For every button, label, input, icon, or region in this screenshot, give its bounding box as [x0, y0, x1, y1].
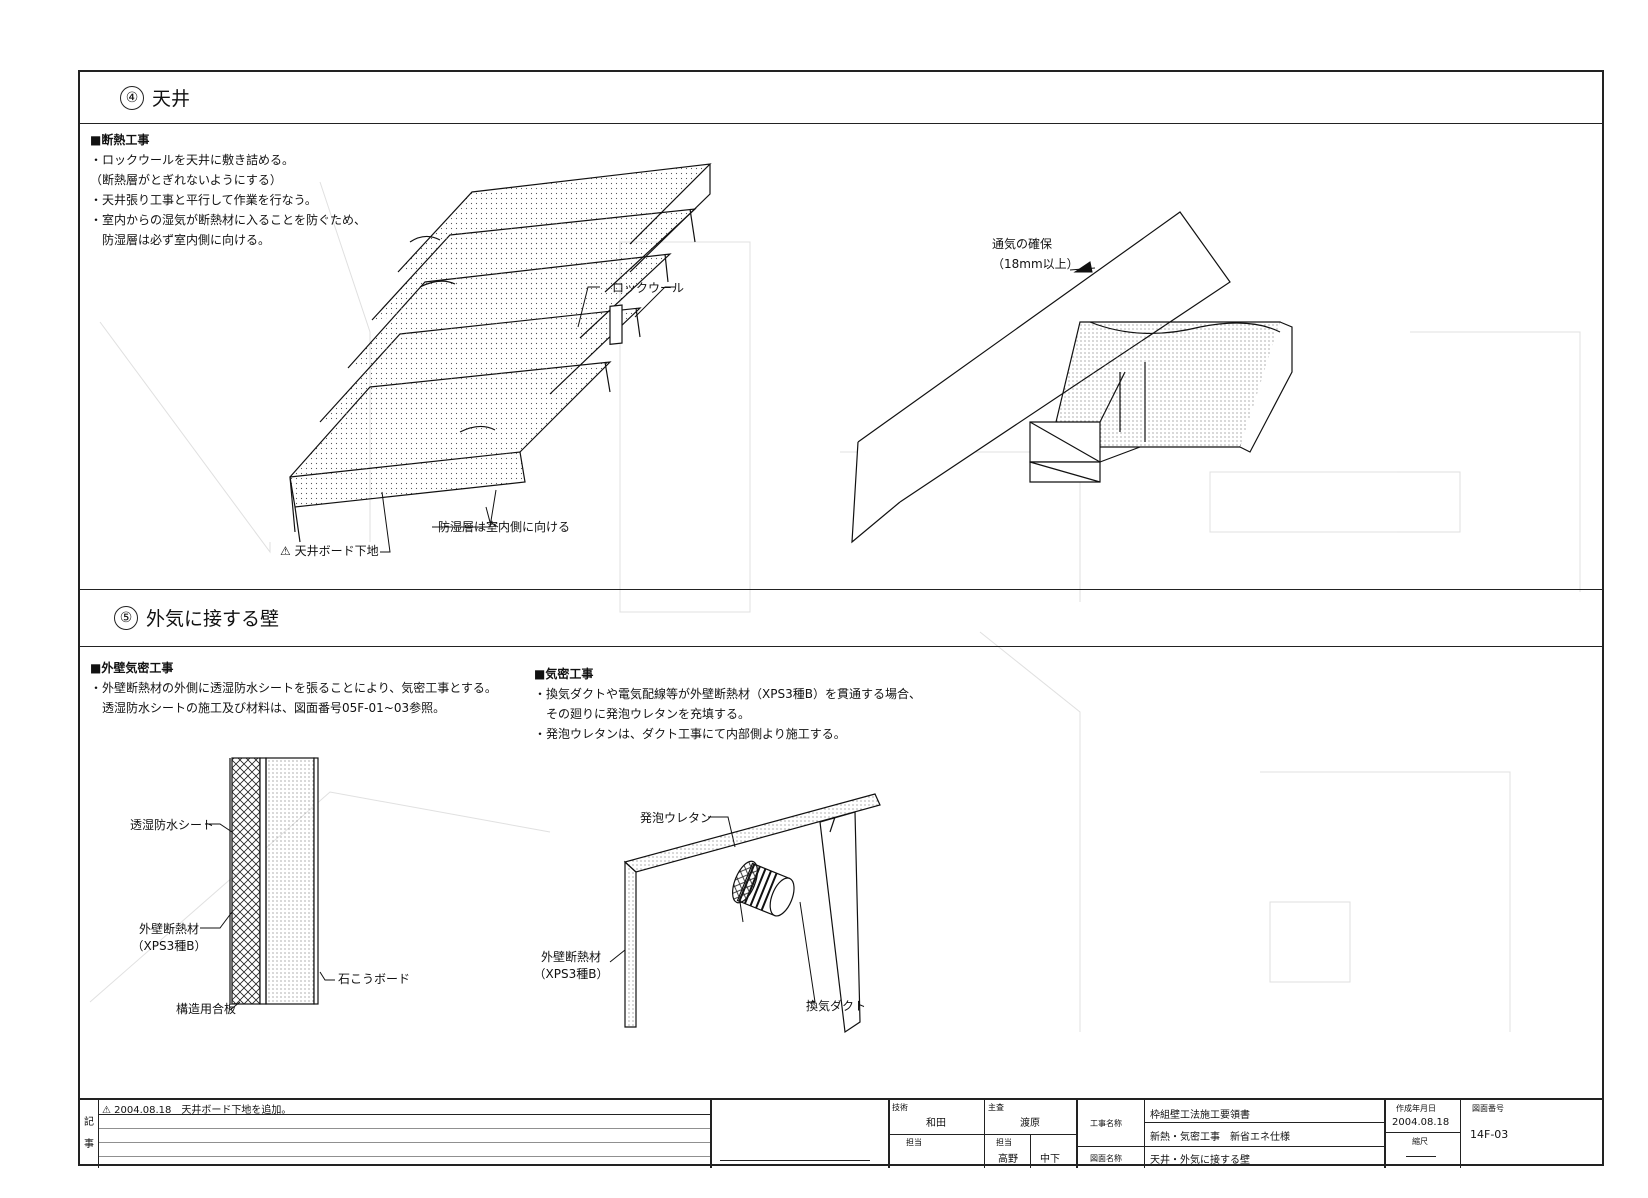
- ceiling-section-title: ④ 天井: [120, 84, 190, 111]
- revision-warning-icon: ⚠: [280, 544, 291, 558]
- note-line: ・換気ダクトや電気配線等が外壁断熱材（XPS3種B）を貫通する場合、: [534, 687, 921, 701]
- role-label: 担当: [996, 1138, 1012, 1147]
- ceiling-header-band: [80, 72, 1602, 124]
- notes-heading: ■断熱工事: [90, 133, 150, 147]
- vent-duct-label: 換気ダクト: [806, 999, 867, 1013]
- ventilation-eaves-drawing: [851, 211, 1293, 544]
- gypsum-board-label: 石こうボード: [338, 972, 411, 986]
- structural-plywood-label: 構造用合板: [176, 1002, 237, 1016]
- number-label: 図面番号: [1472, 1104, 1504, 1113]
- role-label: 主査: [988, 1103, 1004, 1112]
- note-line: ・ロックウールを天井に敷き詰める。: [90, 153, 295, 167]
- project-name: 枠組壁工法施工要領書: [1150, 1110, 1250, 1121]
- ceiling-notes: ■断熱工事 ・ロックウールを天井に敷き詰める。 （断熱層がとぎれないようにする）…: [90, 130, 366, 250]
- drawing-name: 天井・外気に接する壁: [1150, 1155, 1250, 1166]
- wall-insulation-label: 外壁断熱材 （XPS3種B）: [131, 922, 207, 953]
- wall-insulation-right-label: 外壁断熱材 （XPS3種B）: [533, 950, 609, 981]
- note-line: ・室内からの湿気が断熱材に入ることを防ぐため、: [90, 213, 367, 227]
- wall-notes-right: ■気密工事 ・換気ダクトや電気配線等が外壁断熱材（XPS3種B）を貫通する場合、…: [534, 664, 921, 744]
- approver-name: 高野: [998, 1154, 1018, 1165]
- foam-urethane-label: 発泡ウレタン: [640, 811, 713, 825]
- notes-heading: ■外壁気密工事: [90, 661, 174, 675]
- project-subname: 新熱・気密工事 新省エネ仕様: [1150, 1132, 1290, 1143]
- project-label: 工事名称: [1090, 1119, 1122, 1128]
- background-show-through: [89, 181, 1581, 1032]
- note-line: 防湿層は必ず室内側に向ける。: [90, 233, 271, 247]
- note-line: （断熱層がとぎれないようにする）: [90, 173, 282, 187]
- role-label: 技術: [892, 1103, 908, 1112]
- duct-penetration-drawing: [609, 793, 881, 1034]
- approver-name: 中下: [1040, 1154, 1060, 1165]
- section-number: ⑤: [114, 605, 138, 630]
- ventilation-label-2: （18mm以上）: [992, 257, 1079, 271]
- ventilation-label-1: 通気の確保: [992, 237, 1053, 251]
- note-line: その廻りに発泡ウレタンを充填する。: [534, 707, 751, 721]
- wall-header-band: [80, 589, 1602, 647]
- rockwool-ceiling-drawing: [289, 163, 712, 553]
- scale-label: 縮尺: [1412, 1137, 1428, 1146]
- drawing-label: 図面名称: [1090, 1154, 1122, 1163]
- note-line: ・発泡ウレタンは、ダクト工事にて内部側より施工する。: [534, 727, 846, 741]
- drawing-number: 14F-03: [1470, 1128, 1509, 1141]
- date-value: 2004.08.18: [1392, 1117, 1450, 1128]
- section-number: ④: [120, 85, 144, 110]
- wall-notes-left: ■外壁気密工事 ・外壁断熱材の外側に透湿防水シートを張ることにより、気密工事とす…: [90, 658, 497, 718]
- section-title: 天井: [152, 88, 191, 110]
- revision-label: 記 事: [84, 1117, 94, 1150]
- notes-heading: ■気密工事: [534, 667, 594, 681]
- approver-name: 和田: [926, 1118, 946, 1129]
- wall-section-drawing: [200, 757, 335, 1011]
- section-title: 外気に接する壁: [146, 608, 280, 630]
- revision-entry: ⚠ 2004.08.18 天井ボード下地を追加。: [102, 1105, 292, 1116]
- rockwool-label: ロックウール: [612, 281, 685, 295]
- note-line: ・外壁断熱材の外側に透湿防水シートを張ることにより、気密工事とする。: [90, 681, 497, 695]
- date-label: 作成年月日: [1396, 1104, 1436, 1113]
- note-line: 透湿防水シートの施工及び材料は、図面番号05F-01~03参照。: [90, 701, 446, 715]
- vapor-barrier-label: 防湿層は室内側に向ける: [438, 520, 571, 534]
- approver-name: 渡原: [1020, 1118, 1040, 1129]
- title-block: 記 事 ⚠ 2004.08.18 天井ボード下地を追加。 技術 和田 主査 渡原…: [80, 1098, 1602, 1168]
- role-label: 担当: [906, 1138, 922, 1147]
- note-line: ・天井張り工事と平行して作業を行なう。: [90, 193, 317, 207]
- breathable-sheet-label: 透湿防水シート: [130, 818, 215, 832]
- wall-section-title: ⑤ 外気に接する壁: [114, 604, 279, 631]
- drawing-sheet: ④ 天井 ■断熱工事 ・ロックウールを天井に敷き詰める。 （断熱層がとぎれないよ…: [78, 70, 1604, 1168]
- ceiling-board-base-label: ⚠ 天井ボード下地: [280, 544, 379, 558]
